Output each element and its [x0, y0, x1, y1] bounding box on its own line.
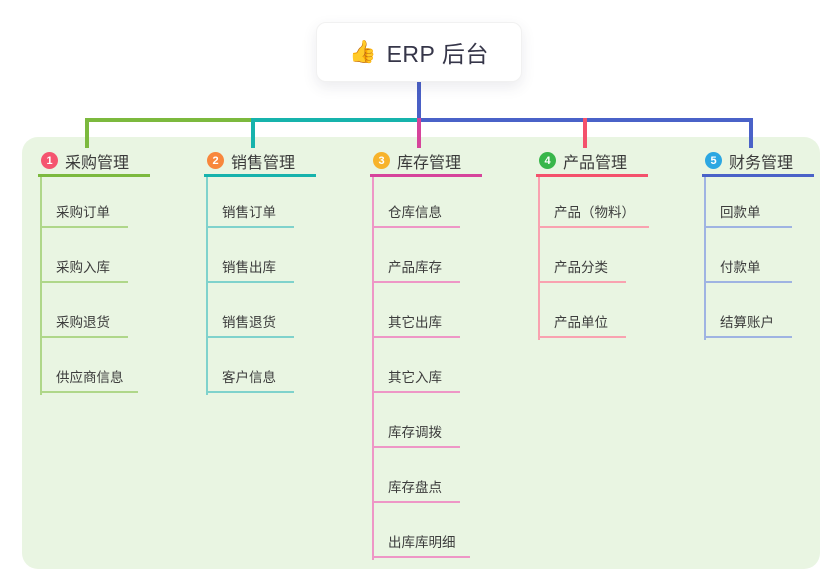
child-node-label: 结算账户 [720, 315, 774, 330]
child-rail-line [538, 177, 540, 340]
child-node-label: 供应商信息 [56, 370, 124, 385]
child-node[interactable]: 销售订单 [206, 192, 294, 228]
child-node-label: 付款单 [720, 260, 761, 275]
child-node-label: 产品库存 [388, 260, 442, 275]
child-node[interactable]: 客户信息 [206, 357, 294, 393]
child-node-label: 产品（物料） [554, 205, 635, 220]
child-rail-line [40, 177, 42, 395]
child-node-label: 其它出库 [388, 315, 442, 330]
child-node[interactable]: 采购订单 [40, 192, 128, 228]
child-node-label: 回款单 [720, 205, 761, 220]
child-node[interactable]: 其它出库 [372, 302, 460, 338]
child-node[interactable]: 采购退货 [40, 302, 128, 338]
branch-number-badge: 1 [41, 152, 58, 169]
child-node-label: 产品分类 [554, 260, 608, 275]
branch-node-3[interactable]: 3 库存管理 [370, 147, 482, 177]
child-node-label: 销售订单 [222, 205, 276, 220]
branch-label: 财务管理 [729, 154, 794, 172]
branch-node-4[interactable]: 4 产品管理 [536, 147, 648, 177]
mindmap-panel-background [22, 137, 820, 569]
branch-number-badge: 4 [539, 152, 556, 169]
child-node[interactable]: 供应商信息 [40, 357, 138, 393]
child-node[interactable]: 产品单位 [538, 302, 626, 338]
child-node[interactable]: 销售退货 [206, 302, 294, 338]
branch-label: 采购管理 [65, 154, 130, 172]
child-node[interactable]: 回款单 [704, 192, 792, 228]
child-node[interactable]: 结算账户 [704, 302, 792, 338]
child-node[interactable]: 产品分类 [538, 247, 626, 283]
child-node-label: 采购退货 [56, 315, 110, 330]
child-node[interactable]: 库存盘点 [372, 467, 460, 503]
child-node-label: 销售退货 [222, 315, 276, 330]
thumbs-up-icon: 👍 [349, 39, 377, 64]
child-node[interactable]: 仓库信息 [372, 192, 460, 228]
branch-label: 销售管理 [231, 154, 296, 172]
child-node[interactable]: 库存调拨 [372, 412, 460, 448]
child-node-label: 采购订单 [56, 205, 110, 220]
root-node-label: ERP 后台 [386, 41, 489, 67]
branch-number-badge: 5 [705, 152, 722, 169]
child-node[interactable]: 采购入库 [40, 247, 128, 283]
child-node-label: 库存调拨 [388, 425, 442, 440]
child-node-label: 客户信息 [222, 370, 276, 385]
child-node[interactable]: 出库库明细 [372, 522, 470, 558]
branch-node-1[interactable]: 1 采购管理 [38, 147, 150, 177]
child-node[interactable]: 产品库存 [372, 247, 460, 283]
child-node-label: 库存盘点 [388, 480, 442, 495]
child-node-label: 其它入库 [388, 370, 442, 385]
branch-node-2[interactable]: 2 销售管理 [204, 147, 316, 177]
child-node[interactable]: 付款单 [704, 247, 792, 283]
child-node-label: 销售出库 [222, 260, 276, 275]
child-node-label: 产品单位 [554, 315, 608, 330]
child-node[interactable]: 销售出库 [206, 247, 294, 283]
child-rail-line [372, 177, 374, 560]
branch-label: 库存管理 [397, 154, 462, 172]
child-node-label: 仓库信息 [388, 205, 442, 220]
branch-label: 产品管理 [563, 154, 628, 172]
child-node[interactable]: 产品（物料） [538, 192, 649, 228]
branch-number-badge: 2 [207, 152, 224, 169]
branch-node-5[interactable]: 5 财务管理 [702, 147, 814, 177]
child-node-label: 出库库明细 [388, 535, 456, 550]
root-node[interactable]: 👍 ERP 后台 [316, 22, 522, 82]
child-rail-line [704, 177, 706, 340]
child-rail-line [206, 177, 208, 395]
child-node[interactable]: 其它入库 [372, 357, 460, 393]
branch-number-badge: 3 [373, 152, 390, 169]
child-node-label: 采购入库 [56, 260, 110, 275]
